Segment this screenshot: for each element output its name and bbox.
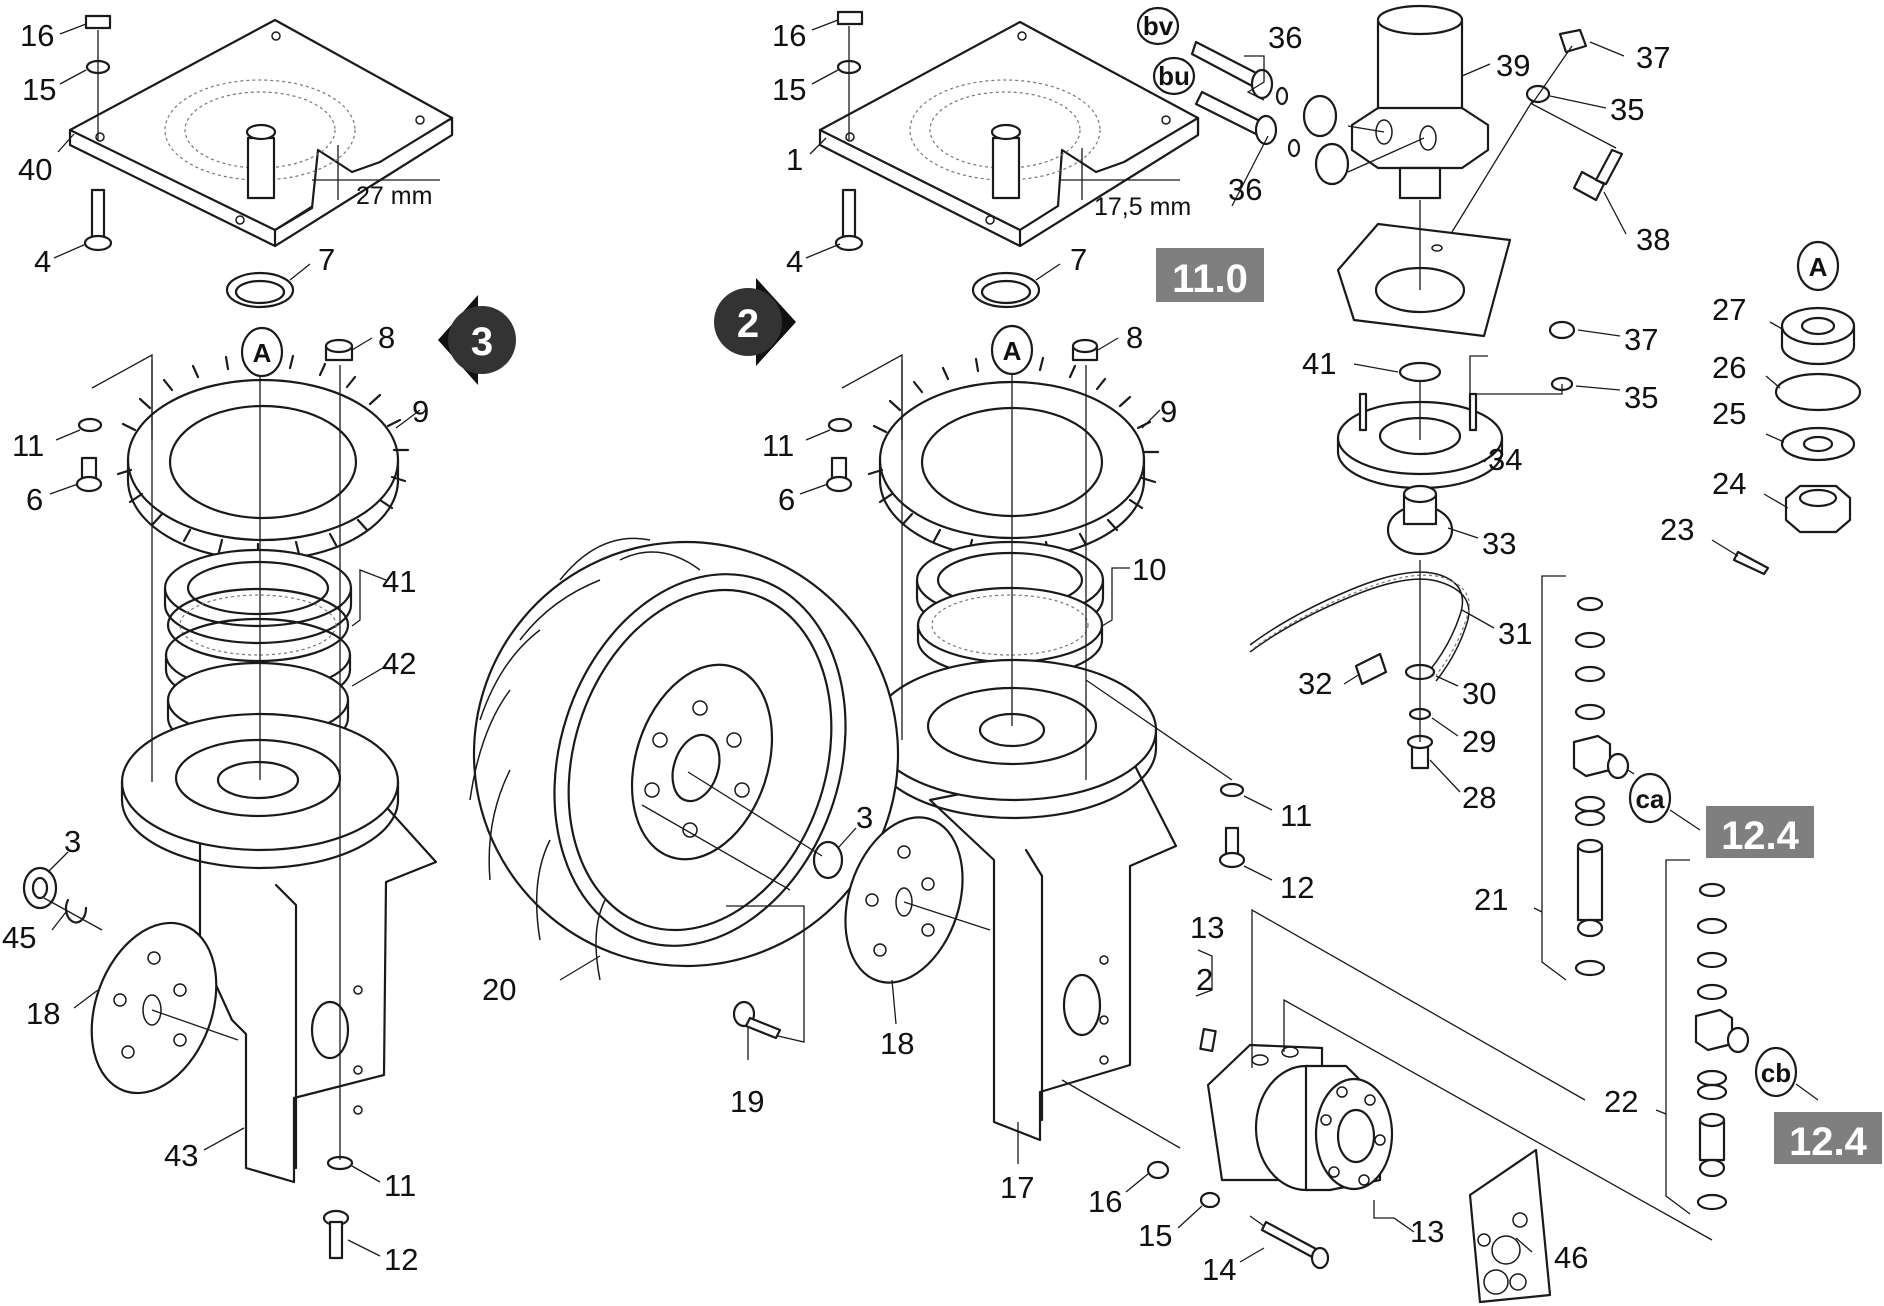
right-assembly (469, 10, 1713, 1304)
part-label-p1: 1 (786, 142, 803, 177)
part-label-p8b: 8 (1126, 320, 1143, 355)
part-label-p6a: 6 (26, 482, 43, 517)
part-label-p3a: 3 (64, 824, 81, 859)
part-label-p13a: 13 (1190, 910, 1224, 945)
part-label-p9b: 9 (1160, 394, 1177, 429)
part-label-p20: 20 (482, 972, 516, 1007)
motor-sprocket-assembly (1190, 4, 1862, 1215)
nav-marker-left-label: 3 (471, 320, 493, 364)
part-label-p35a: 35 (1610, 92, 1644, 127)
dimension-right: 17,5 mm (1094, 193, 1191, 221)
part-label-p38: 38 (1636, 222, 1670, 257)
part-label-p16a: 16 (20, 18, 54, 53)
part-label-p9a: 9 (412, 394, 429, 429)
left-assembly (22, 14, 454, 1260)
svg-text:12.4: 12.4 (1789, 1120, 1868, 1164)
svg-text:bv: bv (1143, 11, 1174, 41)
part-label-p42: 42 (382, 646, 416, 681)
label-leaders (47, 19, 1789, 1263)
part-label-p7b: 7 (1070, 242, 1087, 277)
svg-text:ca: ca (1636, 784, 1665, 814)
part-label-p19: 19 (730, 1084, 764, 1119)
svg-text:12.4: 12.4 (1721, 814, 1800, 858)
svg-text:A: A (253, 338, 272, 368)
nav-marker-right[interactable]: 2 (714, 278, 796, 366)
reference-box-12-4-b[interactable]: 12.4 (1774, 1112, 1882, 1164)
reference-box-12-4-a[interactable]: 12.4 (1706, 806, 1814, 858)
part-label-p37b: 37 (1624, 322, 1658, 357)
circle-marker-bv: bv (1136, 6, 1180, 46)
reference-box-11-0[interactable]: 11.0 (1156, 248, 1264, 302)
part-label-p31: 31 (1498, 616, 1532, 651)
part-label-p21: 21 (1474, 882, 1508, 917)
part-label-p36a: 36 (1268, 20, 1302, 55)
svg-text:bu: bu (1158, 61, 1190, 91)
nav-marker-left[interactable]: 3 (438, 295, 516, 385)
part-label-p34: 34 (1488, 442, 1522, 477)
part-label-p43: 43 (164, 1138, 198, 1173)
part-label-p12a: 12 (384, 1242, 418, 1277)
part-label-p36b: 36 (1228, 172, 1262, 207)
part-label-p33: 33 (1482, 526, 1516, 561)
part-label-p14: 14 (1202, 1252, 1236, 1287)
part-label-p6b: 6 (778, 482, 795, 517)
part-label-p16b: 16 (772, 18, 806, 53)
dimension-left: 27 mm (356, 182, 432, 210)
part-label-p11d: 11 (1280, 798, 1312, 833)
part-label-p41a: 41 (382, 564, 416, 599)
part-label-p29: 29 (1462, 724, 1496, 759)
nav-marker-right-label: 2 (737, 302, 759, 346)
circle-marker-a3: A (1796, 240, 1840, 292)
part-label-p39: 39 (1496, 48, 1530, 83)
svg-text:A: A (1809, 252, 1828, 282)
part-label-p15a: 15 (22, 72, 56, 107)
part-label-p18a: 18 (26, 996, 60, 1031)
part-label-p7a: 7 (318, 242, 335, 277)
part-label-p16c: 16 (1088, 1184, 1122, 1219)
part-label-p18b: 18 (880, 1026, 914, 1061)
part-label-p12b: 12 (1280, 870, 1314, 905)
part-label-p4a: 4 (34, 244, 51, 279)
svg-text:11.0: 11.0 (1172, 257, 1248, 301)
part-label-p45: 45 (2, 920, 36, 955)
part-label-p22: 22 (1604, 1084, 1638, 1119)
part-label-p25: 25 (1712, 396, 1746, 431)
part-label-p8a: 8 (378, 320, 395, 355)
svg-text:A: A (1003, 336, 1022, 366)
part-label-p24: 24 (1712, 466, 1746, 501)
part-label-p26: 26 (1712, 350, 1746, 385)
part-label-p41b: 41 (1302, 346, 1336, 381)
part-label-p32: 32 (1298, 666, 1332, 701)
part-label-p15c: 15 (1138, 1218, 1172, 1253)
part-label-p10: 10 (1132, 552, 1166, 587)
part-label-p15b: 15 (772, 72, 806, 107)
part-label-p4b: 4 (786, 244, 803, 279)
part-label-p11b: 11 (384, 1168, 416, 1203)
circle-marker-bu: bu (1152, 56, 1196, 96)
circle-marker-a2: A (990, 324, 1034, 376)
circle-marker-cb: cb (1754, 1046, 1798, 1098)
part-label-p11c: 11 (762, 428, 794, 463)
part-label-p30: 30 (1462, 676, 1496, 711)
part-label-p23: 23 (1660, 512, 1694, 547)
part-label-p28: 28 (1462, 780, 1496, 815)
part-label-p17: 17 (1000, 1170, 1034, 1205)
part-label-p2: 2 (1196, 962, 1213, 997)
part-label-p11a: 11 (12, 428, 44, 463)
svg-text:cb: cb (1761, 1058, 1791, 1088)
part-label-p46: 46 (1554, 1240, 1588, 1275)
part-label-p13b: 13 (1410, 1214, 1444, 1249)
part-label-p3b: 3 (856, 800, 873, 835)
part-label-p27: 27 (1712, 292, 1746, 327)
circle-marker-a1: A (240, 326, 284, 378)
circle-marker-ca: ca (1628, 772, 1672, 824)
part-label-p37a: 37 (1636, 40, 1670, 75)
part-label-p35b: 35 (1624, 380, 1658, 415)
part-label-p40: 40 (18, 152, 52, 187)
